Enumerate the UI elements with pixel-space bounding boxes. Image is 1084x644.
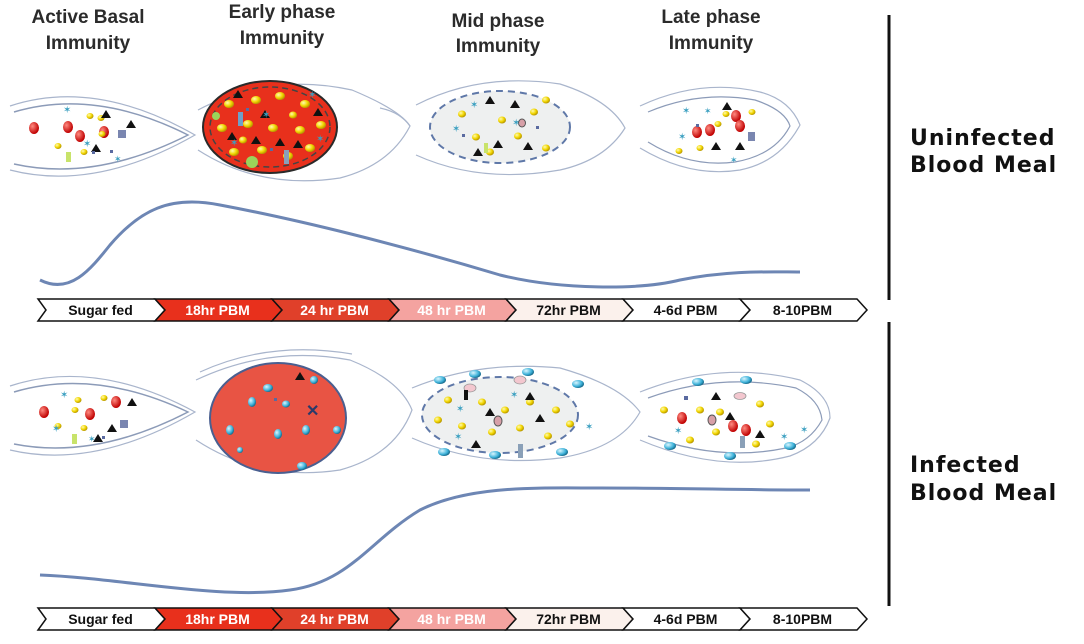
timeline-uninfected-label-2: 24 hr PBM	[300, 302, 368, 318]
timeline-uninfected-label-3: 48 hr PBM	[417, 302, 485, 318]
phase-title-mid-2: Immunity	[456, 36, 541, 57]
svg-text:✶: ✶	[780, 432, 788, 443]
phase-title-active-basal-1: Active Basal	[31, 7, 144, 28]
svg-text:✶: ✶	[262, 110, 270, 121]
timeline-uninfected-label-4: 72hr PBM	[536, 302, 601, 318]
timeline-uninfected-label-6: 8-10PBM	[773, 302, 832, 318]
midgut-late-infected: ✶ ✶ ✶	[639, 371, 831, 463]
midgut-basal-uninfected: ✶ ✶ ✶	[9, 96, 197, 177]
svg-text:✶: ✶	[52, 424, 60, 435]
midgut-late-uninfected: ✶ ✶ ✶ ✶	[639, 86, 801, 173]
phase-title-late-1: Late phase	[661, 7, 760, 28]
phase-title-late-2: Immunity	[669, 33, 754, 54]
panel-labels: Uninfected Blood Meal Infected Blood Mea…	[887, 15, 1057, 606]
svg-text:✶: ✶	[470, 100, 478, 111]
svg-text:✶: ✶	[60, 390, 68, 401]
svg-text:✶: ✶	[704, 106, 712, 116]
infected-panel: ✶ ✶ ✶ ✕	[9, 349, 831, 595]
svg-text:✶: ✶	[452, 124, 460, 135]
svg-text:✶: ✶	[682, 106, 690, 117]
svg-text:✶: ✶	[510, 390, 518, 401]
timeline-infected-label-2: 24 hr PBM	[300, 611, 368, 627]
timeline-uninfected: Sugar fed 18hr PBM 24 hr PBM 48 hr PBM 72hr …	[36, 298, 869, 322]
svg-text:✶: ✶	[730, 155, 738, 165]
timeline-infected-label-5: 4-6d PBM	[654, 611, 718, 627]
timeline-infected-label-0: Sugar fed	[68, 611, 133, 627]
immunity-curve-uninfected	[39, 200, 801, 289]
svg-text:✶: ✶	[678, 132, 686, 143]
uninfected-label-1: Uninfected	[910, 126, 1055, 151]
svg-text:✶: ✶	[88, 434, 96, 444]
uninfected-panel: ✶ ✶ ✶	[9, 80, 801, 289]
phase-title-active-basal-2: Immunity	[46, 33, 131, 54]
midgut-mid-uninfected: ✶ ✶ ✶	[415, 80, 626, 176]
svg-text:✶: ✶	[674, 426, 682, 437]
timeline-infected-label-1: 18hr PBM	[185, 611, 250, 627]
svg-text:✶: ✶	[316, 134, 324, 145]
timeline-uninfected-segment-6	[738, 298, 869, 322]
svg-text:✶: ✶	[800, 425, 808, 436]
phase-title-mid-1: Mid phase	[452, 11, 545, 32]
infected-label-2: Blood Meal	[910, 481, 1057, 506]
svg-text:✶: ✶	[230, 138, 238, 149]
svg-text:✶: ✶	[456, 404, 464, 415]
svg-text:✶: ✶	[512, 118, 520, 129]
timeline-infected-label-6: 8-10PBM	[773, 611, 832, 627]
timeline-uninfected-label-0: Sugar fed	[68, 302, 133, 318]
uninfected-label-2: Blood Meal	[910, 153, 1057, 178]
phase-titles: Active Basal Immunity Early phase Immuni…	[31, 2, 760, 57]
svg-text:✶: ✶	[83, 139, 91, 150]
midgut-early-infected: ✕	[195, 349, 413, 474]
timeline-infected-label-3: 48 hr PBM	[417, 611, 485, 627]
immunity-curve-infected	[39, 486, 811, 595]
svg-text:✶: ✶	[308, 90, 316, 101]
svg-text:✶: ✶	[114, 154, 122, 164]
midgut-mid-infected: ✶ ✶ ✶ ✶	[411, 365, 641, 462]
timeline-uninfected-label-1: 18hr PBM	[185, 302, 250, 318]
midgut-basal-infected: ✶ ✶ ✶	[9, 375, 197, 456]
svg-text:✶: ✶	[585, 422, 593, 433]
infected-label-1: Infected	[910, 453, 1021, 478]
midgut-early-uninfected: ✶ ✶ ✶ ✶	[197, 80, 411, 182]
svg-text:✶: ✶	[454, 432, 462, 443]
timeline-infected-label-4: 72hr PBM	[536, 611, 601, 627]
svg-text:✶: ✶	[63, 105, 71, 116]
phase-title-early-2: Immunity	[240, 28, 325, 49]
phase-title-early-1: Early phase	[229, 2, 336, 23]
timeline-uninfected-label-5: 4-6d PBM	[654, 302, 718, 318]
svg-text:✕: ✕	[306, 403, 319, 420]
timeline-infected-segment-6	[738, 607, 869, 631]
timeline-infected: Sugar fed 18hr PBM 24 hr PBM 48 hr PBM 72hr …	[36, 607, 869, 631]
